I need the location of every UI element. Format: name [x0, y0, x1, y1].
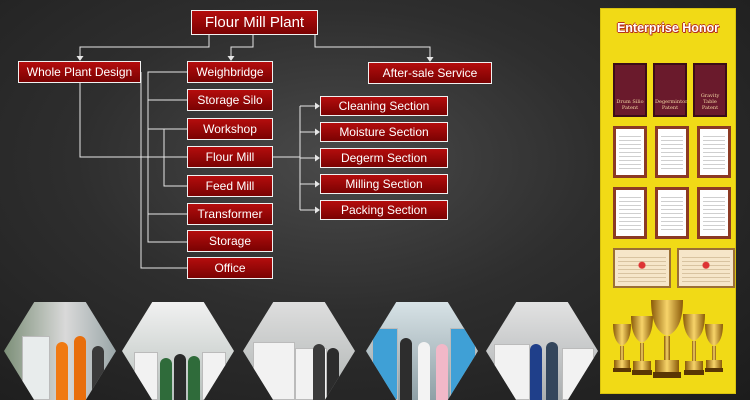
connector-line [79, 35, 210, 56]
root-node-flour-mill-plant[interactable]: Flour Mill Plant [191, 10, 318, 35]
arrow-head [315, 180, 320, 188]
certificate-image [613, 187, 647, 239]
connector-line [147, 71, 187, 243]
node-label: Cleaning Section [338, 99, 430, 113]
node-transformer[interactable]: Transformer [187, 203, 273, 225]
certificate-image [677, 248, 735, 288]
node-label: Degerm Section [340, 151, 428, 165]
node-label: Feed Mill [205, 179, 255, 193]
node-packing-section[interactable]: Packing Section [320, 200, 448, 220]
arrow-head [426, 57, 434, 62]
node-label: Transformer [197, 207, 263, 221]
arrow-head [76, 56, 84, 61]
certificate-image [655, 126, 689, 178]
certificate-image [697, 126, 731, 178]
connector-line [163, 128, 187, 187]
node-label: After-sale Service [382, 66, 478, 80]
node-office[interactable]: Office [187, 257, 273, 279]
certificate-image [613, 248, 671, 288]
certificate-image [655, 187, 689, 239]
node-feed-mill[interactable]: Feed Mill [187, 175, 273, 197]
connector-line [314, 35, 431, 57]
node-label: Workshop [203, 122, 257, 136]
node-label: Flour Mill [205, 150, 255, 164]
node-label: Whole Plant Design [26, 65, 133, 79]
node-label: Packing Section [340, 203, 428, 217]
node-milling-section[interactable]: Milling Section [320, 174, 448, 194]
arrow-head [315, 102, 320, 110]
arrow-head [315, 128, 320, 136]
connector-line [79, 83, 187, 158]
node-whole-plant-design[interactable]: Whole Plant Design [18, 61, 141, 83]
certificate-image [613, 126, 647, 178]
node-moisture-section[interactable]: Moisture Section [320, 122, 448, 142]
connector-line [140, 72, 187, 269]
node-after-sale-service[interactable]: After-sale Service [368, 62, 492, 84]
node-flour-mill[interactable]: Flour Mill [187, 146, 273, 168]
node-workshop[interactable]: Workshop [187, 118, 273, 140]
certificate-image [697, 187, 731, 239]
node-label: Storage [208, 234, 252, 248]
arrow-head [227, 56, 235, 61]
node-label: Weighbridge [196, 65, 264, 79]
node-storage-silo[interactable]: Storage Silo [187, 89, 273, 111]
connector-line [230, 35, 254, 56]
node-storage[interactable]: Storage [187, 230, 273, 252]
node-degerm-section[interactable]: Degerm Section [320, 148, 448, 168]
arrow-head [315, 154, 320, 162]
node-weighbridge[interactable]: Weighbridge [187, 61, 273, 83]
node-label: Office [214, 261, 246, 275]
node-label: Moisture Section [339, 125, 429, 139]
trophy-cups-image [613, 300, 723, 378]
honor-title: Enterprise Honor [616, 21, 720, 35]
root-node-label: Flour Mill Plant [204, 14, 305, 31]
node-label: Storage Silo [197, 93, 263, 107]
node-cleaning-section[interactable]: Cleaning Section [320, 96, 448, 116]
node-label: Milling Section [345, 177, 423, 191]
arrow-head [315, 206, 320, 214]
